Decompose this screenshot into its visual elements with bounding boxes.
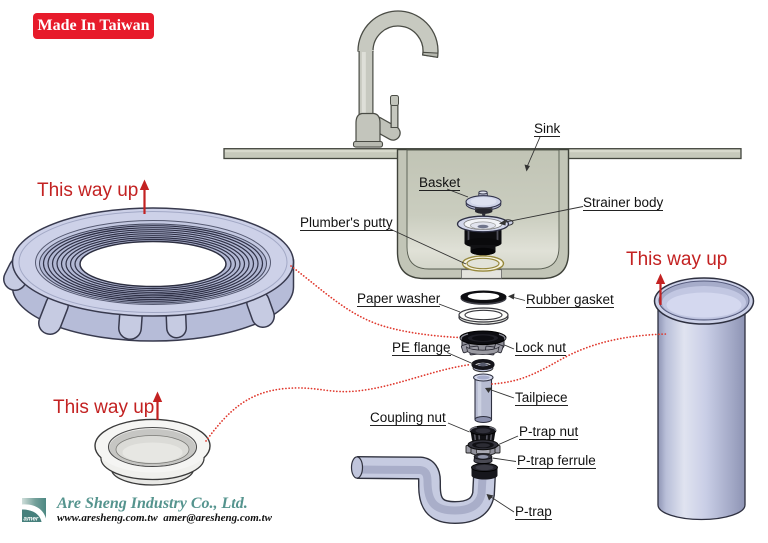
svg-text:amer: amer [24,516,39,523]
